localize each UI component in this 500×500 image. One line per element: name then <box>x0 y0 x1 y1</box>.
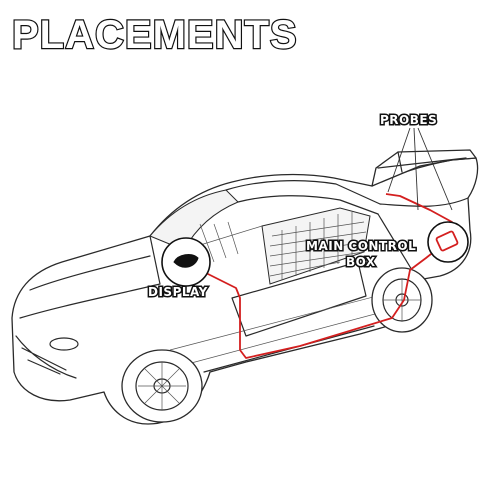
window-net-grid <box>269 212 367 280</box>
main-control-box-label-line1: MAIN CONTROL <box>306 239 416 253</box>
main-control-box-icon <box>435 230 459 252</box>
main-control-box-callout <box>427 221 469 263</box>
race-car-illustration <box>11 149 479 425</box>
display-unit-icon <box>173 254 199 268</box>
front-wheel <box>121 349 203 423</box>
side-window-net <box>261 207 371 285</box>
headlight <box>49 337 79 351</box>
rear-spoiler <box>371 149 477 187</box>
main-control-box-label-line2: BOX <box>346 255 376 269</box>
rear-wheel <box>371 267 433 333</box>
display-callout <box>161 237 211 287</box>
body-crease <box>169 289 401 367</box>
wiring-harness <box>185 249 437 359</box>
roll-cage <box>183 221 263 263</box>
door-outline <box>231 261 367 337</box>
hood-lines <box>19 235 161 319</box>
front-grille <box>15 335 77 379</box>
page-title-text: PLACEMENTS <box>12 13 298 57</box>
windshield <box>149 189 239 251</box>
display-label: DISPLAY <box>148 285 208 299</box>
page-title: PLACEMENTS <box>11 12 298 58</box>
roofline <box>225 180 381 215</box>
probe-pointers <box>387 127 453 211</box>
spoiler-edge <box>377 151 467 173</box>
probes-label: PROBES <box>380 113 437 127</box>
